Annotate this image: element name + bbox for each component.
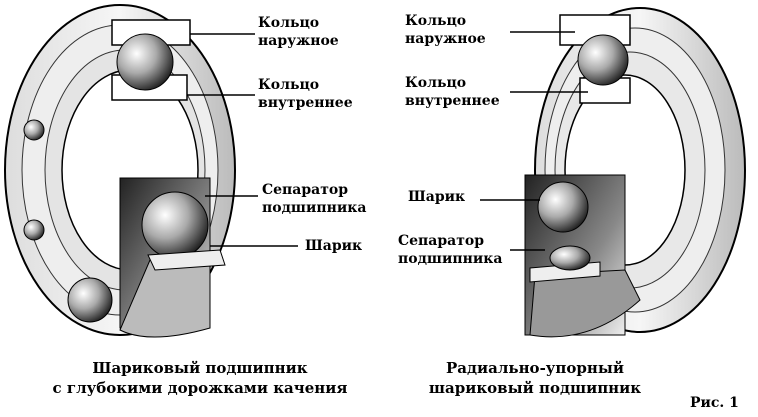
deep-groove-bearing <box>4 4 298 338</box>
right-ball-label: Шарик <box>408 189 466 205</box>
angular-contact-bearing <box>480 7 746 338</box>
figure-label: Рис. 1 <box>690 395 739 411</box>
left-ball-label: Шарик <box>305 238 363 254</box>
